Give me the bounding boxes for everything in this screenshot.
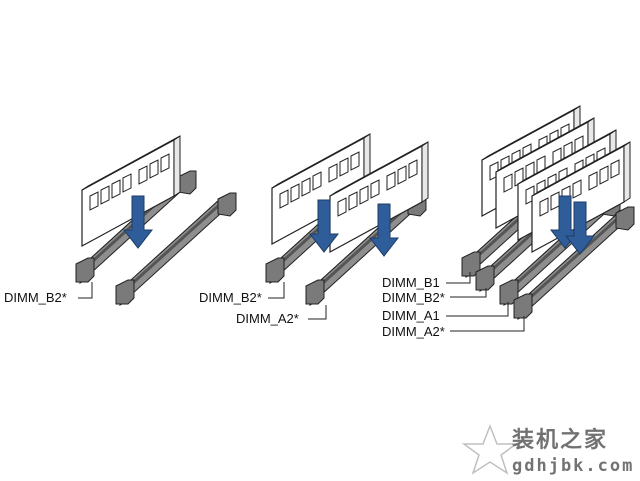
panel-3-leader-a2 [450,316,525,332]
panel-3: DIMM_B1 DIMM_B2* DIMM_A1 DIMM_A2* [382,105,635,339]
watermark-url-text: gdhjbk.com [512,456,634,476]
panel-1-leader-b2 [78,282,93,299]
panel-3-leader-a1 [446,302,509,317]
panel-3-leader-b1 [446,272,471,284]
panel-3-label-dimm-a1: DIMM_A1 [382,308,440,323]
panel-2: DIMM_B2* DIMM_A2* [199,133,429,326]
panel-2-leader-b2 [268,282,285,299]
panel-3-label-dimm-b1: DIMM_B1 [382,275,440,290]
panel-1: DIMM_B2* [4,135,237,306]
panel-2-leader-a2 [308,305,327,320]
panel-1-label-dimm-b2: DIMM_B2* [4,290,67,305]
panel-2-label-dimm-b2: DIMM_B2* [199,290,262,305]
panel-3-leader-b2 [450,288,487,298]
watermark: 装机之家 gdhjbk.com [461,423,634,476]
panel-3-label-dimm-b2: DIMM_B2* [382,290,445,305]
panel-3-label-dimm-a2: DIMM_A2* [382,324,445,339]
star-icon [461,423,519,475]
watermark-chinese-text: 装机之家 [512,427,608,453]
panel-2-label-dimm-a2: DIMM_A2* [236,311,299,326]
